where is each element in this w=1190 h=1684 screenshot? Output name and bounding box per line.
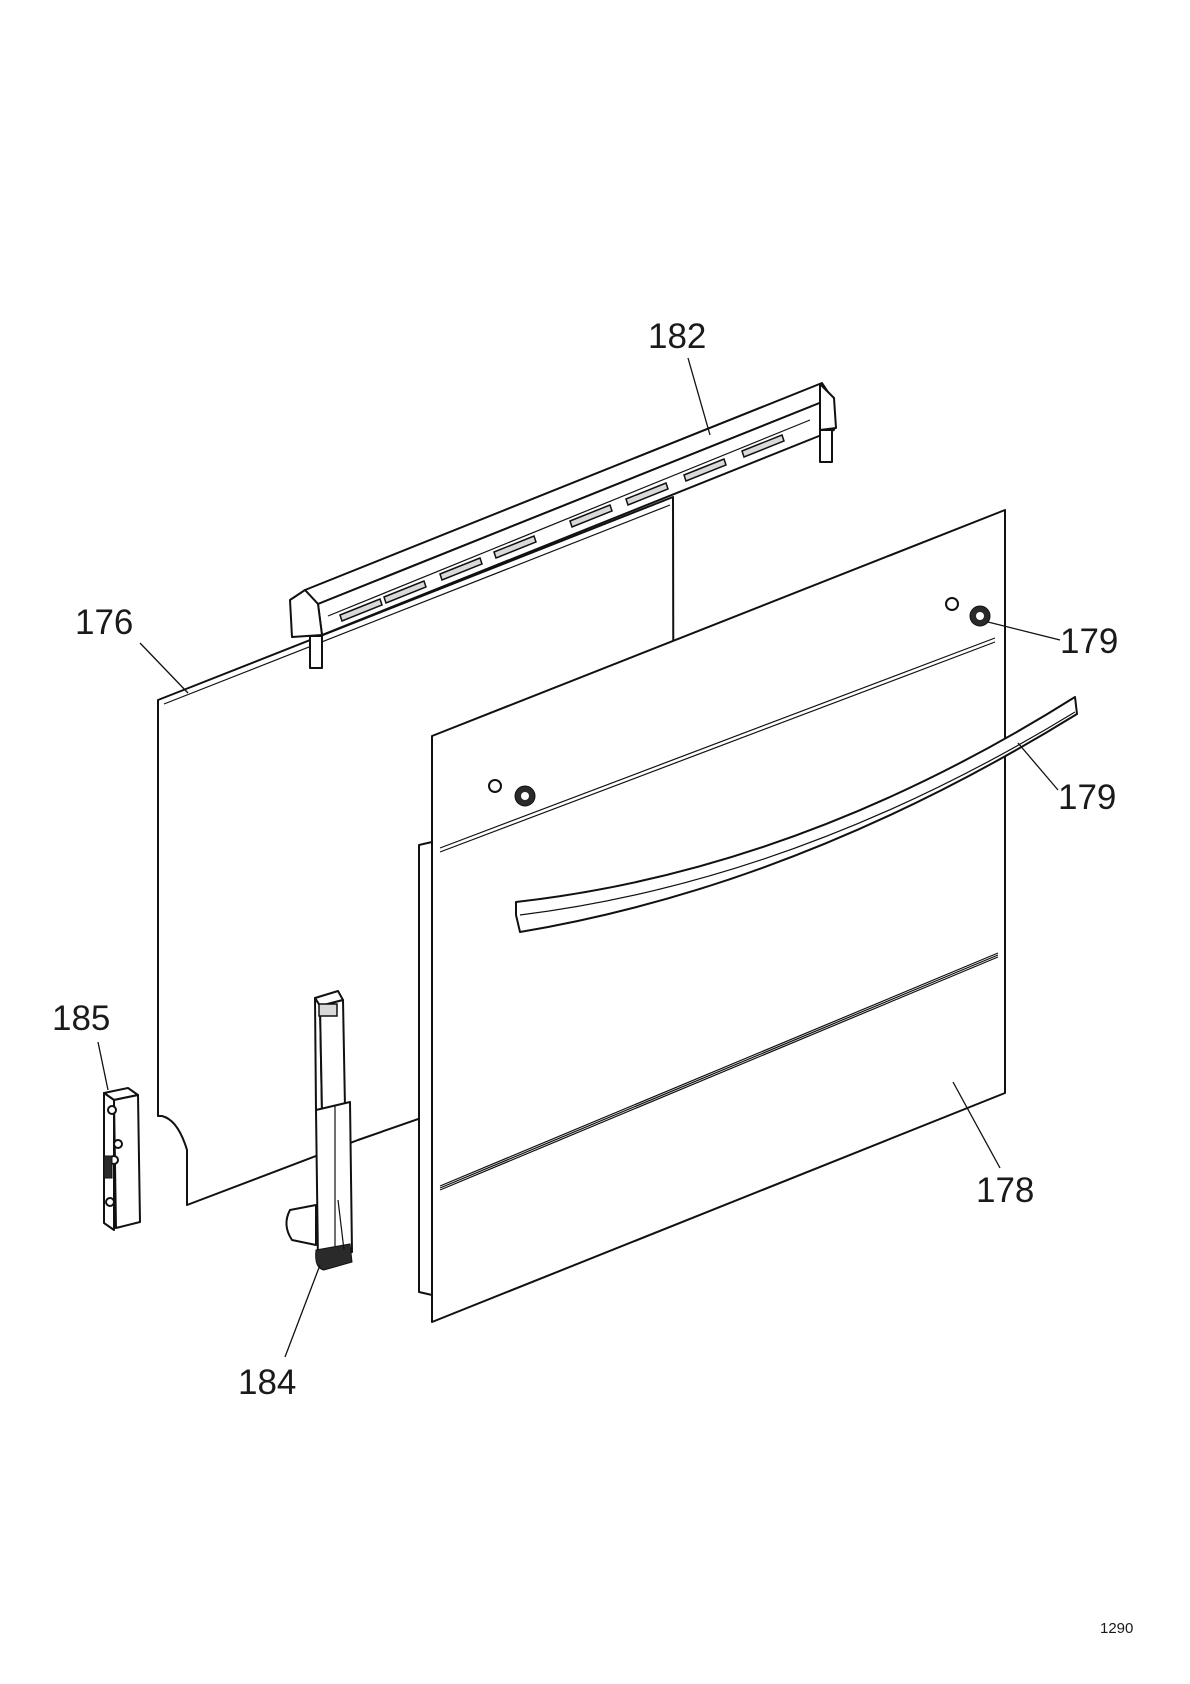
leader-184	[285, 1265, 320, 1357]
latch-plate-185	[104, 1088, 140, 1230]
callout-176: 176	[75, 603, 133, 642]
callout-185: 185	[52, 999, 110, 1038]
callout-184: 184	[238, 1363, 296, 1402]
leader-179-handle	[1018, 743, 1058, 790]
callout-182: 182	[648, 317, 706, 356]
leader-182	[688, 358, 710, 435]
sheet-number: 1290	[1100, 1620, 1133, 1637]
callout-179-bush: 179	[1060, 622, 1118, 661]
leader-176	[140, 643, 188, 693]
callout-178: 178	[976, 1171, 1034, 1210]
callout-179-handle: 179	[1058, 778, 1116, 817]
leader-185	[98, 1042, 108, 1090]
